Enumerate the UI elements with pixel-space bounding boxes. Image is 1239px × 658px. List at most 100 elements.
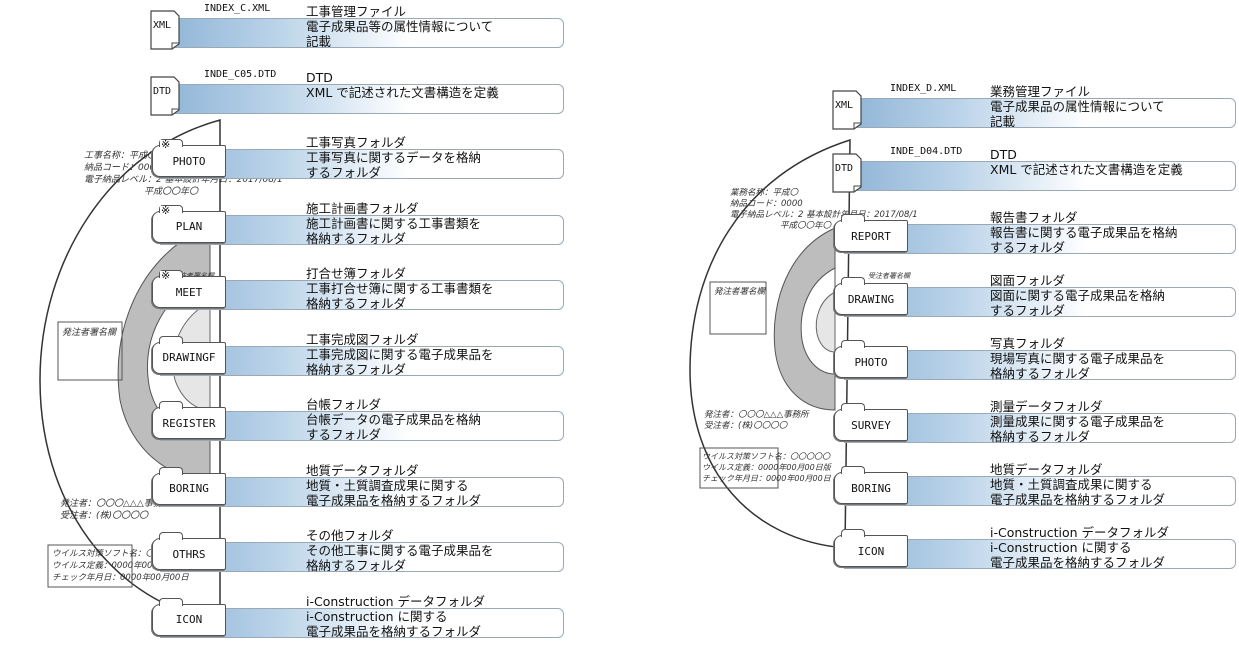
- folder-tab-boring[interactable]: BORING: [152, 466, 226, 505]
- folder-tab-label: MEET: [175, 285, 203, 299]
- dtd-file-icon[interactable]: DTD: [832, 153, 862, 193]
- description-bar: [160, 345, 564, 376]
- description-bar: [844, 413, 1236, 443]
- folder-tab-boring[interactable]: BORING: [834, 466, 908, 504]
- disc-virus-line: ウイルス対策ソフト名：〇〇〇〇〇: [52, 549, 189, 559]
- folder-description-line: 格納するフォルダ: [306, 296, 407, 311]
- folder-description-line: するフォルダ: [306, 165, 382, 180]
- disc-label-line: 工事名称：平成〇: [84, 151, 157, 161]
- folder-row: XML INDEX_D.XML 業務管理ファイル電子成果品の属性情報について記載: [830, 82, 1236, 142]
- disc-issuer-line: 発注者：〇〇〇△△△事務所: [704, 410, 809, 420]
- folder-title: 工事管理ファイル: [306, 4, 407, 19]
- description-bar: [844, 224, 1236, 254]
- folder-tab-photo[interactable]: PHOTO※: [152, 139, 226, 177]
- folder-title: 地質データフォルダ: [990, 462, 1103, 477]
- description-bar: [844, 539, 1236, 569]
- disc-virus-line: ウイルス定義：0000年00月00日版: [52, 561, 189, 571]
- folder-description-line: 格納するフォルダ: [990, 429, 1091, 444]
- folder-tab-icon[interactable]: ICON: [152, 597, 226, 636]
- description-bar: [160, 280, 564, 310]
- folder-title: 測量データフォルダ: [990, 399, 1103, 414]
- disc-virus-line: ウイルス対策ソフト名：〇〇〇〇〇: [702, 452, 830, 461]
- file-name: INDEX_D.XML: [890, 83, 957, 94]
- file-name: INDE_D04.DTD: [890, 146, 963, 157]
- folder-tab-label: PHOTO: [172, 154, 206, 168]
- folder-description: 工事管理ファイル電子成果品等の属性情報について記載: [306, 4, 493, 49]
- folder-tab-plan[interactable]: PLAN※: [152, 204, 226, 243]
- folder-description-line: 格納するフォルダ: [306, 361, 407, 377]
- description-bar: [844, 350, 1236, 380]
- folder-tab-register[interactable]: REGISTER: [152, 401, 226, 439]
- description-bar: [160, 607, 564, 638]
- folder-tab-icon[interactable]: ICON: [834, 529, 908, 567]
- folder-title: i-Construction データフォルダ: [306, 593, 486, 609]
- folder-tab-drawing[interactable]: DRAWING: [834, 277, 908, 315]
- folder-tab-othrs[interactable]: OTHRS: [152, 532, 226, 570]
- folder-description: 業務管理ファイル電子成果品の属性情報について記載: [990, 84, 1165, 129]
- folder-description-line: 報告書に関する電子成果品を格納: [990, 225, 1178, 240]
- folder-description-line: 格納するフォルダ: [306, 558, 407, 573]
- disc-virus-text: ウイルス対策ソフト名：〇〇〇〇〇 ウイルス定義：0000年00月00日版 チェッ…: [702, 451, 831, 484]
- folder-description-line: 電子成果品を格納するフォルダ: [306, 492, 482, 508]
- disc-label-line: 業務名称：平成〇: [730, 188, 799, 198]
- disc-label-line: 平成〇〇年〇: [144, 187, 199, 197]
- description-bar: [160, 83, 564, 114]
- folder-row: XML INDEX_C.XML 工事管理ファイル電子成果品等の属性情報について記載: [148, 2, 564, 62]
- folder-tab-label: REPORT: [851, 229, 891, 243]
- folder-title: 工事完成図フォルダ: [306, 331, 419, 347]
- folder-title: 図面フォルダ: [990, 273, 1066, 288]
- xml-file-icon[interactable]: XML: [150, 10, 180, 50]
- folder-tab-drawingf[interactable]: DRAWINGF: [152, 335, 226, 374]
- folder-tab-meet[interactable]: MEET※: [152, 270, 226, 308]
- folder-description-line: 地質・土質調査成果に関する: [306, 477, 469, 493]
- disc-virus-text: ウイルス対策ソフト名：〇〇〇〇〇 ウイルス定義：0000年00月00日版 チェッ…: [52, 548, 189, 584]
- folder-tab-label: REGISTER: [162, 416, 216, 430]
- folder-title: 報告書フォルダ: [990, 210, 1078, 225]
- disc-label-line: 電子納品レベル：2 基本設計年月日：2017/08/1: [84, 175, 283, 185]
- folder-description-line: 格納するフォルダ: [306, 230, 407, 246]
- disc-owner-box-label: 発注者署名欄: [62, 328, 117, 338]
- description-bar: [844, 161, 1236, 191]
- file-type-label: XML: [153, 20, 172, 31]
- folder-title: DTD: [990, 147, 1017, 162]
- xml-file-icon[interactable]: XML: [832, 90, 862, 130]
- folder-description-line: 台帳データの電子成果品を格納: [306, 412, 482, 427]
- disc-issuer-text: 発注者：〇〇〇△△△事務所 受注者：(株)〇〇〇〇: [60, 498, 171, 522]
- folder-row: PHOTO※工事写真フォルダ工事写真に関するデータを格納するフォルダ: [148, 133, 564, 193]
- folder-description: 地質データフォルダ地質・土質調査成果に関する電子成果品を格納するフォルダ: [990, 462, 1165, 507]
- folder-description: 測量データフォルダ測量成果に関する電子成果品を格納するフォルダ: [990, 399, 1165, 444]
- folder-description-line: 電子成果品を格納するフォルダ: [990, 492, 1166, 507]
- disc-issuer-text: 発注者：〇〇〇△△△事務所 受注者：(株)〇〇〇〇: [704, 410, 809, 432]
- folder-description-line: XML で記述された文書構造を定義: [306, 84, 499, 100]
- folder-tab-label: PHOTO: [854, 355, 888, 369]
- folder-tab-photo[interactable]: PHOTO: [834, 340, 908, 378]
- file-name: INDEX_C.XML: [204, 3, 271, 14]
- folder-title: 工事写真フォルダ: [306, 135, 407, 150]
- folder-description: 図面フォルダ図面に関する電子成果品を格納するフォルダ: [990, 273, 1165, 318]
- folder-description: 工事完成図フォルダ工事完成図に関する電子成果品を格納するフォルダ: [306, 332, 494, 377]
- description-bar: [160, 214, 564, 245]
- folder-description: 打合せ簿フォルダ工事打合せ簿に関する工事書類を格納するフォルダ: [306, 266, 494, 311]
- folder-tab-report[interactable]: REPORT: [834, 214, 908, 252]
- disc-contractor-box-label: 受注者署名欄: [868, 272, 910, 280]
- folder-description-line: 施工計画書に関する工事書類を: [306, 215, 482, 231]
- folder-tab-label: DRAWING: [847, 292, 895, 306]
- folder-description-line: 格納するフォルダ: [990, 366, 1091, 381]
- folder-description-line: 図面に関する電子成果品を格納: [990, 288, 1166, 303]
- dtd-file-icon[interactable]: DTD: [150, 75, 180, 116]
- folder-tab-label: PLAN: [175, 220, 203, 233]
- folder-tab-survey[interactable]: SURVEY: [834, 403, 908, 441]
- description-bar: [844, 98, 1236, 128]
- disc-label-text: 業務名称：平成〇 納品コード：0000 電子納品レベル：2 基本設計年月日：20…: [730, 188, 918, 232]
- folder-description-line: 電子成果品等の属性情報について: [306, 19, 494, 34]
- description-bar: [844, 287, 1236, 317]
